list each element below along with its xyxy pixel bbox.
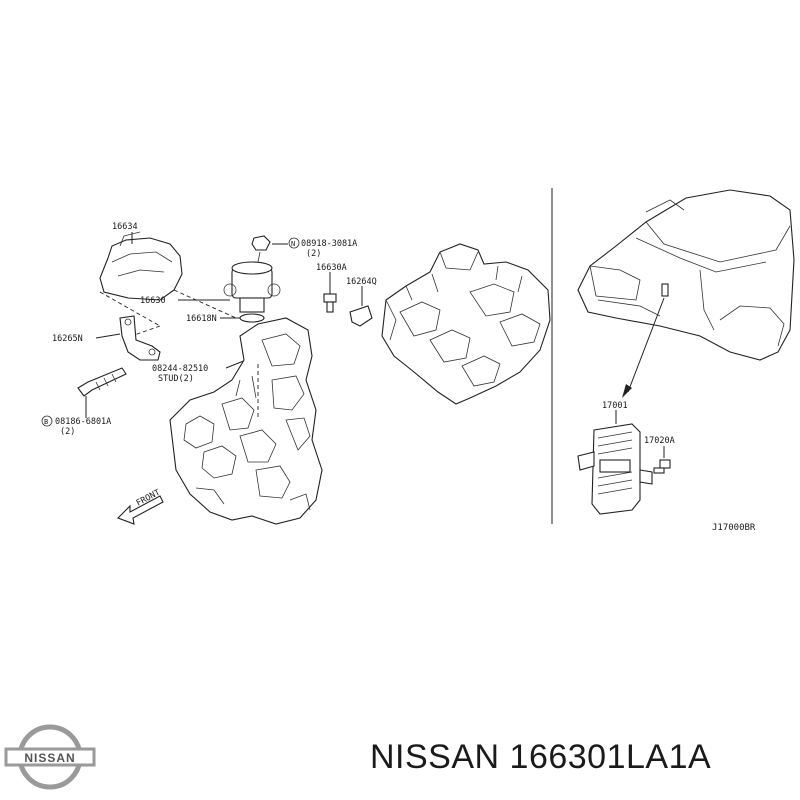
module-location-marker [661,283,669,297]
callout-arrowhead-icon [622,384,632,398]
ecu-module-17001 [577,423,653,515]
logo-bar [4,747,96,767]
diagram-ref-code: J17000BR [712,523,756,533]
nut-08918 [251,235,271,251]
fuel-pump-16630 [223,261,281,323]
label-16618n: 16618N [186,314,217,324]
label-16265n: 16265N [52,334,83,344]
label-16630a: 16630A [316,263,347,273]
label-08918-qty: (2) [306,249,321,259]
circle-mark-b-text: B [44,418,48,426]
label-08244: 08244-82510 [152,364,208,374]
intake-manifold [381,243,551,405]
bolt-17020a [653,459,671,474]
label-16630: 16630 [140,296,166,306]
label-16264q: 16264Q [346,277,377,287]
engine-block [169,317,323,525]
logo-wordmark: NISSAN [24,751,75,765]
front-arrow-icon [117,495,164,525]
assembly-line-1 [99,291,161,327]
assembly-line-3 [173,289,237,319]
leader-nut [257,251,261,263]
bracket-16265n [119,315,161,361]
label-stud: STUD(2) [158,374,194,384]
label-17020a: 17020A [644,436,675,446]
circle-mark-n-text: N [291,240,295,248]
label-08918: 08918-3081A [301,239,357,249]
label-17001: 17001 [602,401,628,411]
nissan-logo: NISSAN [4,724,96,790]
callout-arrow [627,297,665,393]
part-number-caption: NISSAN 166301LA1A [370,738,712,776]
circle-mark-n [288,237,300,249]
label-08186: 08186-6801A [55,417,111,427]
circle-mark-b [41,415,53,427]
bolt-08186 [77,367,127,397]
vehicle-outline [577,189,795,361]
label-16634: 16634 [112,222,138,232]
leader-16265n [95,333,121,339]
pump-cover-16634 [99,231,183,301]
label-08186-qty: (2) [60,427,75,437]
bolt-16630a [323,293,337,313]
sensor-16264q [349,305,373,327]
